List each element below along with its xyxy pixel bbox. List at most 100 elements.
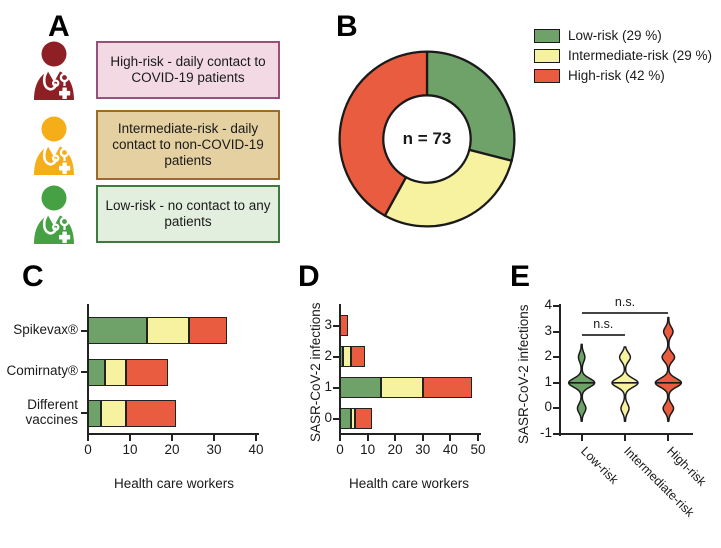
x-tick-label: 40 [442,442,458,457]
y-tick [553,330,560,333]
panel-a-risk-definitions: A High-risk - daily contact to COVID-19 … [0,0,312,258]
y-tick [333,417,340,420]
bar-segment [340,377,382,398]
panel-c-x-axis-title: Health care workers [113,476,235,491]
legend-swatch-icon [534,48,560,63]
bar-segment [125,399,177,427]
x-category-label: High-risk [664,444,710,489]
risk-row-high: High-risk - daily contact to COVID-19 pa… [22,38,280,102]
donut-slice [338,50,429,218]
y-tick-label: 0 [544,399,552,415]
x-tick [129,434,131,441]
bar-segment [422,377,473,398]
x-tick [449,434,452,441]
panel-e-y-axis [559,304,561,436]
bar-segment [351,346,365,367]
y-tick [81,329,88,332]
bar-segment [125,358,168,386]
x-tick [667,434,670,441]
legend-item[interactable]: Intermediate-risk (29 %) [534,48,712,63]
risk-row-low: Low-risk - no contact to any patients [22,182,280,246]
legend-item-label: High-risk (42 %) [568,68,665,83]
y-tick [553,356,560,359]
x-tick [171,434,173,441]
risk-box-low-label: Low-risk - no contact to any patients [96,185,280,243]
y-tick-label: 3 [544,322,552,338]
panel-c-letter: C [22,260,44,293]
health-care-worker-icon [22,182,86,246]
x-tick-label: 0 [336,442,344,457]
health-care-worker-icon [22,113,86,177]
legend-item-label: Intermediate-risk (29 %) [568,48,713,63]
x-tick [366,434,369,441]
bar-segment [340,346,343,367]
panel-c-x-axis [87,433,259,435]
y-tick [553,305,560,307]
bar-segment [355,408,372,429]
panel-a-letter: A [48,10,70,43]
y-tick [333,386,340,389]
donut-slice [383,148,514,228]
y-tick [553,381,560,384]
bar-segment [340,408,352,429]
x-tick [580,434,583,441]
legend-item-label: Low-risk (29 %) [568,28,662,43]
category-label: 0 [324,409,332,425]
bar-segment [342,346,352,367]
legend-item[interactable]: High-risk (42 %) [534,68,712,83]
violin-shape [654,316,683,422]
legend-item[interactable]: Low-risk (29 %) [534,28,712,43]
panel-d-y-axis [339,304,341,434]
panel-e-y-axis-title: SASR-CoV-2 infections [516,304,531,444]
x-tick [477,434,479,441]
x-tick-label: 10 [122,442,138,457]
category-label: Spikevax® [13,321,78,337]
x-tick-label: 30 [415,442,431,457]
y-tick [553,433,560,435]
panel-d-x-axis-title: Health care workers [348,476,470,491]
panel-b-letter: B [336,10,358,43]
y-tick-label: 4 [544,297,552,312]
health-care-worker-icon [22,38,86,102]
panel-d-letter: D [298,260,320,293]
bar-segment [381,377,423,398]
panel-b-risk-distribution: B n = 73 Low-risk (29 %)Intermediate-ris… [312,0,721,258]
x-tick-label: 0 [84,442,92,457]
x-tick [394,434,397,441]
x-category-label: Low-risk [577,444,621,487]
y-tick [81,412,88,415]
violin-shapes [567,316,683,422]
category-label: Comirnaty® [6,363,78,378]
bar-segment [100,399,126,427]
significance-label: n.s. [614,295,636,309]
x-tick-label: 20 [164,442,180,457]
x-tick [421,434,424,441]
significance-bar [581,312,669,314]
legend-swatch-icon [534,28,560,43]
category-label: 2 [324,347,332,363]
panel-e-x-axis [559,433,693,435]
panel-d-x-axis [339,433,481,435]
panel-e-letter: E [510,260,531,293]
y-tick [553,407,560,410]
x-tick [213,434,215,441]
significance-bar [581,334,625,336]
category-label: 3 [324,316,332,332]
bar-segment [351,408,356,429]
y-tick-label: 1 [544,373,552,389]
bar-segment [188,317,227,345]
y-tick [81,371,88,373]
category-label: Different vaccines [25,397,78,428]
x-tick-label: 50 [470,442,486,457]
bar-segment [88,399,101,427]
bar-segment [104,358,126,386]
y-tick-label: 2 [544,348,552,364]
panel-b-legend: Low-risk (29 %) Intermediate-risk (29 %) H… [534,28,712,88]
category-label: 1 [324,378,332,394]
panel-d-y-axis-title: SASR-CoV-2 infections [308,302,323,442]
